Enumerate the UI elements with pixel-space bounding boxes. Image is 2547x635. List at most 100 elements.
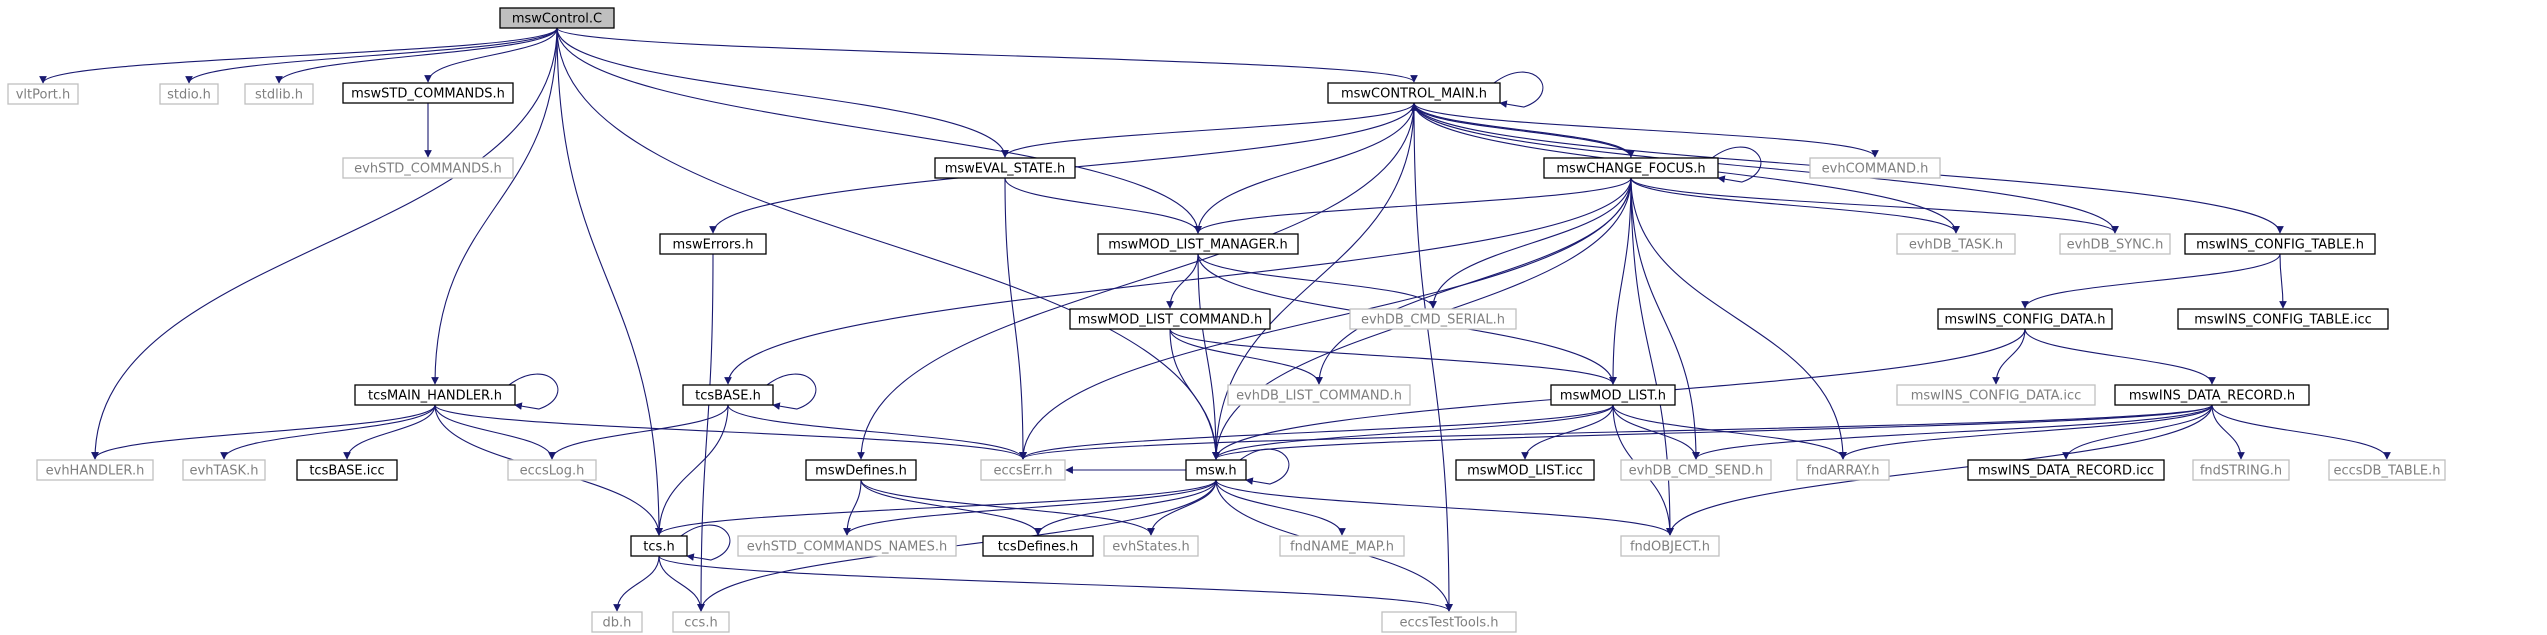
node-mswINS_CONFIG_TABLE_icc[interactable]: mswINS_CONFIG_TABLE.icc [2177, 308, 2389, 330]
node-evhDB_CMD_SEND[interactable]: evhDB_CMD_SEND.h [1620, 459, 1772, 481]
node-box [7, 83, 79, 105]
node-stdlib[interactable]: stdlib.h [244, 83, 314, 105]
edge-mswCHANGE_FOCUS-to-mswMOD_LIST_MANAGER [1194, 177, 1632, 234]
edge-msw-to-tcsDefines [1034, 479, 1217, 536]
node-label: mswDefines.h [815, 464, 907, 479]
node-mswMOD_LIST_COMMAND[interactable]: mswMOD_LIST_COMMAND.h [1069, 308, 1271, 330]
nodes-layer: mswControl.C vltPort.h stdio.h stdlib.h mswS… [7, 7, 2446, 633]
edge-msw-to-fndNAME_MAP [1215, 479, 1346, 536]
node-mswINS_DATA_RECORD[interactable]: mswINS_DATA_RECORD.h [2114, 384, 2310, 406]
node-label: fndARRAY.h [1806, 464, 1879, 479]
edge-mswControl-to-mswEVAL_STATE [556, 27, 1009, 158]
node-evhStates[interactable]: evhStates.h [1103, 535, 1199, 557]
node-mswINS_DATA_RECORD_icc[interactable]: mswINS_DATA_RECORD.icc [1967, 459, 2165, 481]
edge-mswCONTROL_MAIN-to-evhDB_SYNC [1413, 102, 2119, 234]
node-evhHANDLER[interactable]: evhHANDLER.h [36, 459, 154, 481]
node-vltPort[interactable]: vltPort.h [7, 83, 79, 105]
edge-mswINS_DATA_RECORD-to-fndARRAY [1839, 404, 2213, 460]
node-tcs[interactable]: tcs.h [630, 535, 688, 557]
edge-mswEVAL_STATE-to-eccsErr [1004, 177, 1027, 460]
node-msw[interactable]: msw.h [1185, 459, 1247, 481]
node-label: eccsErr.h [994, 464, 1053, 479]
node-box [342, 157, 514, 179]
edge-mswCHANGE_FOCUS-to-evhDB_CMD_SERIAL [1429, 177, 1632, 309]
node-box [934, 157, 1076, 179]
node-tcsBASE_icc[interactable]: tcsBASE.icc [296, 459, 398, 481]
edge-msw-to-evhStates [1147, 479, 1217, 536]
node-evhTASK[interactable]: evhTASK.h [182, 459, 266, 481]
node-tcsDefines[interactable]: tcsDefines.h [982, 535, 1094, 557]
edge-mswControl-to-mswCONTROL_MAIN [556, 27, 1418, 83]
node-box [1103, 535, 1199, 557]
node-mswINS_CONFIG_DATA[interactable]: mswINS_CONFIG_DATA.h [1937, 308, 2113, 330]
node-label: db.h [603, 616, 632, 631]
node-fndARRAY[interactable]: fndARRAY.h [1796, 459, 1890, 481]
node-fndSTRING[interactable]: fndSTRING.h [2192, 459, 2290, 481]
edge-mswMOD_LIST_MANAGER-to-msw [1197, 253, 1220, 460]
edge-mswEVAL_STATE-to-mswMOD_LIST_MANAGER [1004, 177, 1202, 234]
edge-tcsMAIN_HANDLER-to-tcsMAIN_HANDLER [508, 373, 559, 410]
node-mswDefines[interactable]: mswDefines.h [805, 459, 917, 481]
node-fndNAME_MAP[interactable]: fndNAME_MAP.h [1279, 535, 1405, 557]
node-mswMOD_LIST_MANAGER[interactable]: mswMOD_LIST_MANAGER.h [1097, 233, 1299, 255]
node-label: tcsDefines.h [998, 540, 1079, 555]
node-stdio[interactable]: stdio.h [159, 83, 219, 105]
node-evhCOMMAND[interactable]: evhCOMMAND.h [1809, 157, 1941, 179]
edge-mswCHANGE_FOCUS-to-evhDB_SYNC [1630, 177, 2119, 234]
node-label: evhDB_CMD_SERIAL.h [1361, 313, 1505, 328]
node-mswINS_CONFIG_TABLE[interactable]: mswINS_CONFIG_TABLE.h [2184, 233, 2376, 255]
node-ccs[interactable]: ccs.h [672, 611, 730, 633]
edge-mswControl-to-tcsMAIN_HANDLER [431, 27, 558, 385]
edge-tcs-to-eccsTestTools [658, 555, 1453, 612]
node-label: eccsDB_TABLE.h [2333, 464, 2440, 479]
edge-mswCONTROL_MAIN-to-mswDefines [857, 102, 1415, 460]
node-eccsTestTools[interactable]: eccsTestTools.h [1381, 611, 1517, 633]
node-label: mswINS_CONFIG_DATA.icc [1911, 389, 2082, 404]
node-evhDB_SYNC[interactable]: evhDB_SYNC.h [2059, 233, 2171, 255]
node-tcsBASE[interactable]: tcsBASE.h [682, 384, 774, 406]
node-label: mswCHANGE_FOCUS.h [1556, 162, 1705, 177]
node-evhSTD_COMMANDS[interactable]: evhSTD_COMMANDS.h [342, 157, 514, 179]
edge-mswCONTROL_MAIN-to-mswCONTROL_MAIN [1493, 71, 1544, 108]
node-evhDB_TASK[interactable]: evhDB_TASK.h [1896, 233, 2016, 255]
node-eccsErr[interactable]: eccsErr.h [980, 459, 1066, 481]
node-label: mswMOD_LIST.icc [1467, 464, 1583, 479]
edge-tcs-to-tcs [680, 524, 731, 561]
node-box [2328, 459, 2446, 481]
edge-mswCONTROL_MAIN-to-mswCHANGE_FOCUS [1413, 102, 1635, 158]
node-mswSTD_COMMANDS[interactable]: mswSTD_COMMANDS.h [342, 82, 514, 104]
node-fndOBJECT[interactable]: fndOBJECT.h [1620, 535, 1720, 557]
node-evhSTD_COMMANDS_NAMES[interactable]: evhSTD_COMMANDS_NAMES.h [737, 535, 957, 557]
edge-tcsBASE-to-tcsBASE [766, 373, 817, 410]
node-label: stdlib.h [255, 88, 303, 103]
edge-tcsMAIN_HANDLER-to-eccsLog [434, 404, 556, 460]
node-label: mswMOD_LIST_MANAGER.h [1108, 238, 1288, 253]
node-box [1327, 82, 1501, 104]
edges-layer [39, 27, 2391, 612]
edge-mswINS_DATA_RECORD-to-eccsDB_TABLE [2211, 404, 2391, 460]
node-mswEVAL_STATE[interactable]: mswEVAL_STATE.h [934, 157, 1076, 179]
node-evhDB_CMD_SERIAL[interactable]: evhDB_CMD_SERIAL.h [1349, 308, 1517, 330]
node-evhDB_LIST_COMMAND[interactable]: evhDB_LIST_COMMAND.h [1227, 384, 1411, 406]
node-label: mswControl.C [512, 12, 602, 27]
node-eccsLog[interactable]: eccsLog.h [507, 459, 597, 481]
node-mswCHANGE_FOCUS[interactable]: mswCHANGE_FOCUS.h [1543, 157, 1719, 179]
node-box [159, 83, 219, 105]
node-mswCONTROL_MAIN[interactable]: mswCONTROL_MAIN.h [1327, 82, 1501, 104]
node-tcsMAIN_HANDLER[interactable]: tcsMAIN_HANDLER.h [354, 384, 516, 406]
edge-mswControl-to-stdlib [275, 27, 558, 84]
node-label: eccsTestTools.h [1399, 616, 1498, 631]
node-mswMOD_LIST[interactable]: mswMOD_LIST.h [1550, 384, 1676, 406]
edge-mswINS_DATA_RECORD-to-mswINS_DATA_RECORD_icc [2062, 404, 2213, 460]
node-db[interactable]: db.h [591, 611, 643, 633]
node-label: mswINS_DATA_RECORD.h [2129, 389, 2295, 404]
node-mswControl[interactable]: mswControl.C [499, 7, 615, 29]
node-label: stdio.h [167, 88, 211, 103]
node-mswErrors[interactable]: mswErrors.h [659, 233, 767, 255]
edge-tcs-to-db [613, 555, 660, 612]
node-mswINS_CONFIG_DATA_icc[interactable]: mswINS_CONFIG_DATA.icc [1896, 384, 2096, 406]
node-label: evhCOMMAND.h [1822, 162, 1929, 177]
edge-mswINS_DATA_RECORD-to-eccsErr [1019, 404, 2213, 460]
node-eccsDB_TABLE[interactable]: eccsDB_TABLE.h [2328, 459, 2446, 481]
node-mswMOD_LIST_icc[interactable]: mswMOD_LIST.icc [1455, 459, 1595, 481]
